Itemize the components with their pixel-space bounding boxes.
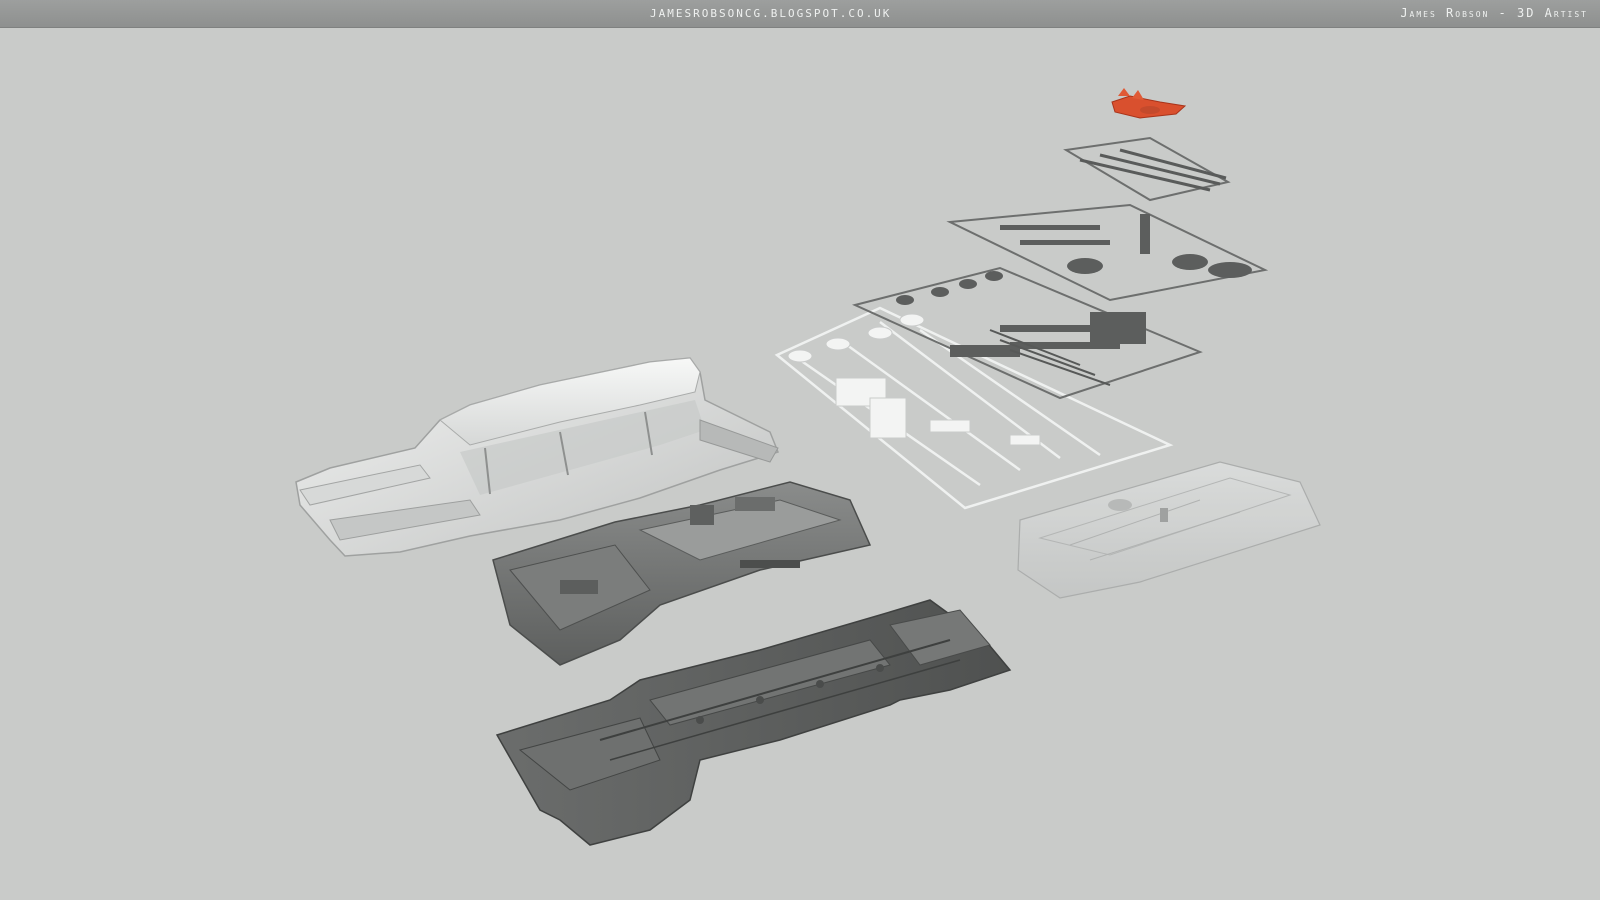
title-bar: JAMESROBSONCG.BLOGSPOT.CO.UK James Robso… [0, 0, 1600, 28]
blog-url-text: JAMESROBSONCG.BLOGSPOT.CO.UK [650, 7, 892, 20]
sprue-tree-dark [851, 136, 1269, 400]
artist-credit-text: James Robson - 3D Artist [1400, 6, 1588, 20]
red-tail-light-parts [1111, 88, 1187, 119]
chassis-floor-pan [495, 599, 1012, 846]
interior-tub [492, 481, 872, 666]
car-body-shell [295, 357, 779, 557]
render-scene [0, 28, 1600, 900]
clear-parts-sprue [1017, 461, 1321, 599]
sprue-tree-light [774, 306, 1174, 510]
